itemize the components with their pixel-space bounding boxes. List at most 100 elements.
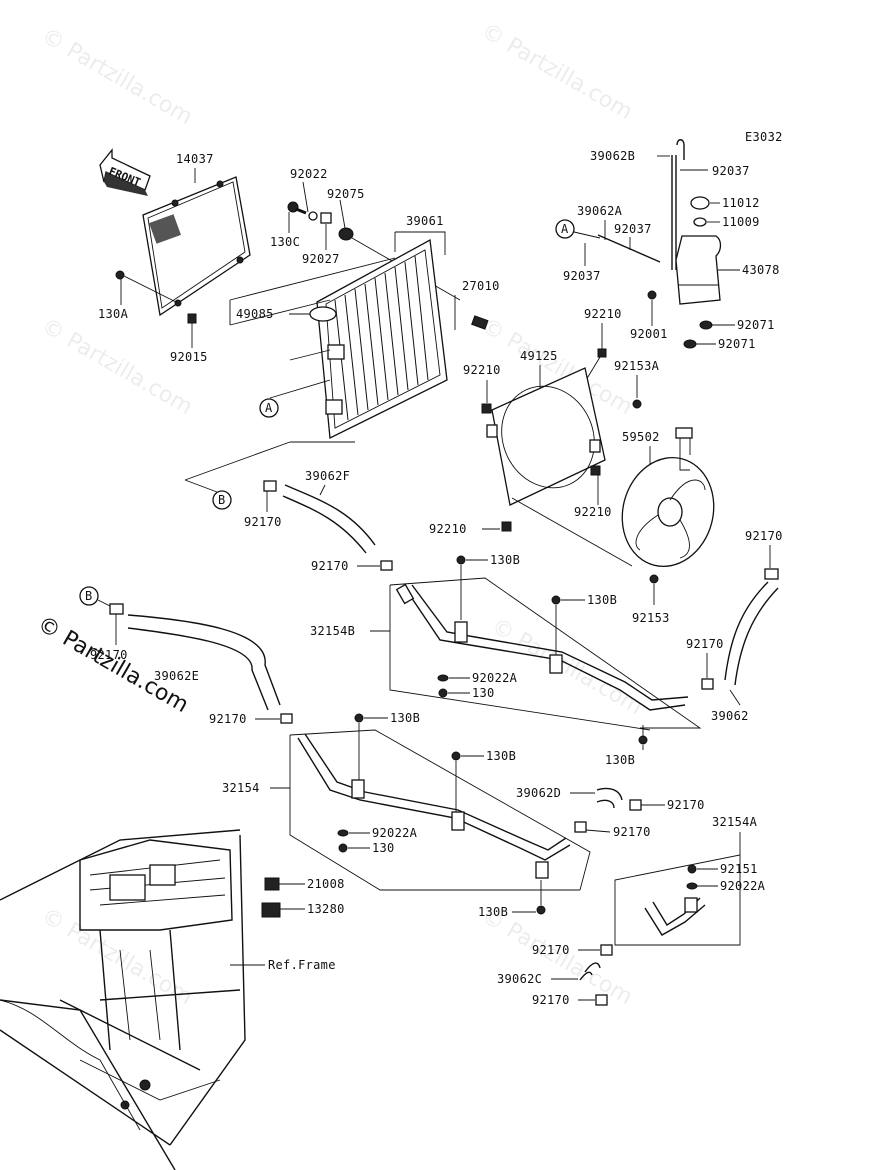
fan-shroud [486,367,606,506]
callout-letter: B [85,589,93,603]
damper-icon [699,320,713,330]
bracket-icon [261,902,281,918]
part-label: Ref.Frame [268,958,336,972]
part-label: 92170 [667,798,705,812]
part-label: 13280 [307,902,345,916]
part-label: 92210 [574,505,612,519]
part-label: 92170 [209,712,247,726]
bolt-icon [649,574,659,584]
part-label: 39062A [577,204,623,218]
grommet-icon [338,227,354,241]
hose-clamp-icon [595,994,608,1006]
part-label: 130C [270,235,300,249]
bolt-icon [687,864,697,874]
reservoir-tank [675,235,722,305]
part-label: 92170 [311,559,349,573]
hose-clamp-icon [109,603,124,615]
vehicle-frame [0,829,246,1170]
part-label: 32154A [712,815,758,829]
part-label: 92037 [712,164,750,178]
relay-icon [264,877,280,891]
part-label: 92170 [532,943,570,957]
part-label: 39062C [497,972,542,986]
part-label: 49085 [236,307,274,321]
part-label: 39062E [154,669,199,683]
part-label: 39062B [590,149,635,163]
part-label: 92170 [532,993,570,1007]
hose-clamp-icon [629,799,642,811]
radiator-cap-icon [309,306,337,322]
part-label: 92037 [614,222,652,236]
bolt-icon [438,688,448,698]
part-label: 43078 [742,263,780,277]
part-label: 92151 [720,862,758,876]
part-label: 39062D [516,786,561,800]
part-label: 130B [587,593,617,607]
part-label: 92001 [630,327,668,341]
hose-clamp-icon [263,480,277,492]
part-label: 21008 [307,877,345,891]
part-label: 92022A [372,826,418,840]
nut-icon [501,521,512,532]
bolt-icon [115,270,125,280]
part-label: 39062 [711,709,749,723]
coolant-pipe [297,733,571,879]
part-label: 92170 [745,529,783,543]
bolt-icon [536,905,546,915]
callout-letter: B [218,493,226,507]
part-label: 130B [486,749,516,763]
callout-letter: A [265,401,273,415]
watermark: © Partzilla.com [37,24,197,131]
fan-motor [621,427,715,568]
part-label: 92022A [472,671,518,685]
washer-icon [686,882,698,890]
part-label: 92015 [170,350,208,364]
part-label: 92153 [632,611,670,625]
watermark: © Partzilla.com [487,614,647,721]
bolt-icon [647,290,657,300]
part-label: 130 [372,841,395,855]
hose-clamp-icon [764,568,779,580]
part-label: 92071 [718,337,756,351]
part-label: 130B [490,553,520,567]
front-arrow-icon: FRONT [99,148,151,196]
bolt-icon [354,713,364,723]
part-label: 92210 [463,363,501,377]
hose-clamp-icon [701,678,714,690]
fan-switch-icon [471,315,489,330]
part-label: 49125 [520,349,558,363]
part-label: 59502 [622,430,660,444]
part-label: 92210 [584,307,622,321]
part-label: 39061 [406,214,444,228]
part-label: 92075 [327,187,365,201]
part-label: 92153A [614,359,660,373]
hose-clamp-icon [600,944,613,956]
coolant-pipe [395,583,689,711]
callout-circle [212,490,232,510]
part-label: 92037 [563,269,601,283]
bolt-icon [287,201,307,215]
cap-icon [693,217,707,227]
radiator [316,238,448,440]
part-label: 92022 [290,167,328,181]
bolt-icon [338,843,348,853]
watermark: © Partzilla.com [37,314,197,421]
bolt-icon [451,751,461,761]
part-label: 130B [605,753,635,767]
washer-icon [308,211,318,221]
part-label: 32154 [222,781,260,795]
cap-icon [690,196,710,210]
part-label: 11009 [722,215,760,229]
part-label: 32154B [310,624,355,638]
hose-clamp-icon [280,713,293,724]
watermark-main: © Partzilla.com [33,612,193,719]
part-label: 92170 [90,648,128,662]
part-label: 92170 [686,637,724,651]
part-label: 92170 [613,825,651,839]
callout-circle [79,586,99,606]
clip-icon [187,313,197,324]
part-label: 92170 [244,515,282,529]
part-label: 14037 [176,152,214,166]
part-label: 130B [478,905,508,919]
radiator-screen [142,176,251,317]
